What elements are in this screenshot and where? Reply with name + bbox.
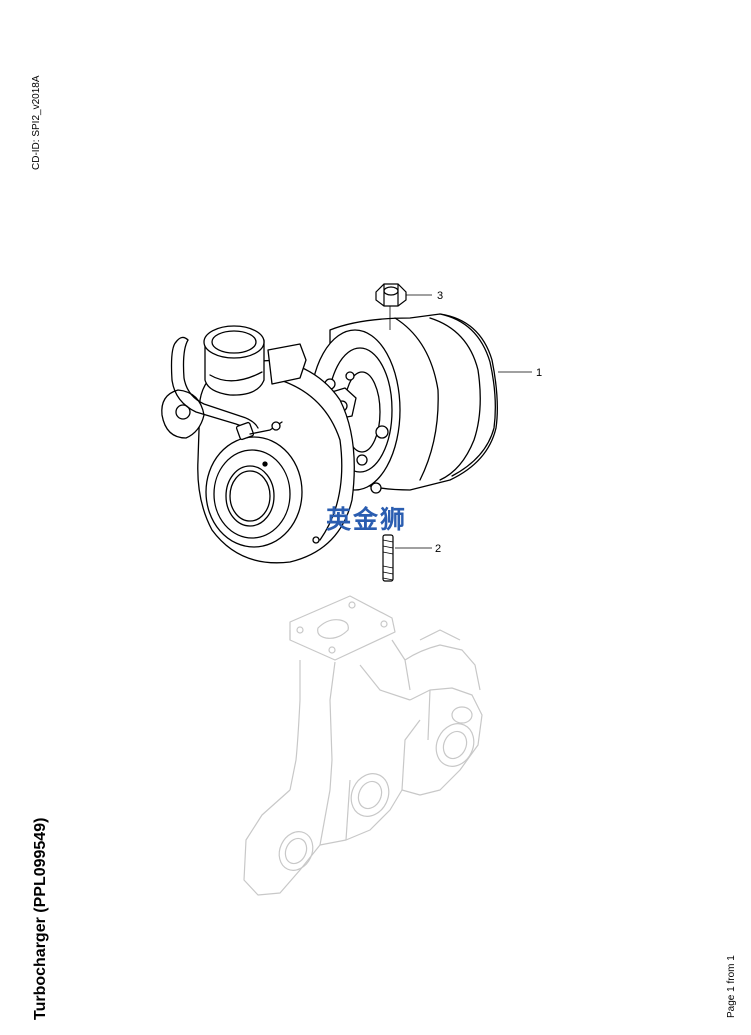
page-title: Turbocharger (PPL099549): [32, 817, 49, 1020]
callout-3: 3: [437, 290, 443, 302]
watermark-text: 英金狮: [326, 505, 408, 534]
nut-part: [375, 283, 407, 307]
page-number: Page 1 from 1: [726, 955, 737, 1018]
callout-1: 1: [536, 367, 542, 379]
turbocharger-assembly: [161, 313, 498, 564]
exhaust-manifold-ghost: [243, 595, 483, 896]
callout-2: 2: [435, 543, 441, 555]
stud-part: [382, 534, 394, 582]
callout-leaders: [389, 294, 532, 549]
